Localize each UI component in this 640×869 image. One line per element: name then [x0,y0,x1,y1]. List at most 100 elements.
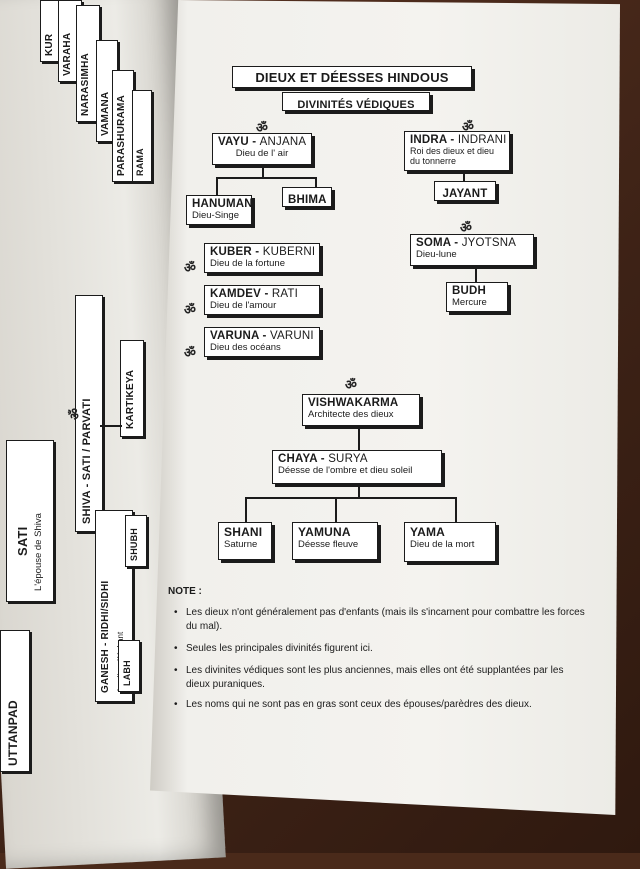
om-symbol-icon: ॐ [462,119,474,134]
yama-desc: Dieu de la mort [410,539,475,550]
connector-line [216,177,218,195]
bhima-name: BHIMA [288,194,327,206]
varuna-consort: VARUNI [269,330,314,342]
connector-line [358,486,360,498]
soma-box: SOMA - JYOTSNA Dieu-lune [410,234,534,266]
soma-consort: JYOTSNA [461,237,517,249]
hanuman-box: HANUMAN Dieu-Singe [186,195,253,225]
connector-line [216,177,316,179]
connector-line [100,425,122,427]
avatar-box-rama: RAMA [132,90,152,182]
vayu-desc: Dieu de l' air [235,148,289,159]
avatar-label: RAMA [135,148,145,176]
avatar-label: VAMANA [100,91,111,136]
varuna-desc: Dieu des océans [210,342,281,353]
budh-desc: Mercure [452,297,487,308]
vishwakarma-desc: Architecte des dieux [308,409,394,420]
connector-line [358,428,360,450]
chaya-name: CHAYA [278,453,318,465]
sati-desc: L'épouse de Shiva [33,513,44,591]
vayu-box: VAYU - ANJANA Dieu de l' air [212,133,312,165]
yamuna-box: YAMUNA Déesse fleuve [292,522,378,560]
shubh-box: SHUBH [125,515,147,567]
kuber-consort: KUBERNI [262,246,316,258]
kamdev-consort: RATI [271,288,299,300]
shubh-label: SHUBH [129,527,139,561]
bhima-box: BHIMA [282,187,332,207]
uttanpad-box: UTTANPAD [0,630,30,772]
om-symbol-icon: ॐ [66,408,82,420]
kamdev-box: KAMDEV - RATI Dieu de l'amour [204,285,320,315]
om-symbol-icon: ॐ [184,260,196,275]
hanuman-name: HANUMAN [192,198,253,210]
om-symbol-icon: ॐ [460,220,472,235]
indra-desc: Roi des dieux et dieu du tonnerre [410,146,495,166]
note-item: Les dieux n'ont généralement pas d'enfan… [174,606,586,634]
shani-box: SHANI Saturne [218,522,272,560]
chaya-consort: SURYA [328,453,368,465]
om-symbol-icon: ॐ [256,120,268,135]
note-title: NOTE : [168,586,202,597]
om-symbol-icon: ॐ [184,302,196,317]
avatar-label: PARASHURAMA [116,95,127,176]
indra-name: INDRA [410,134,447,146]
kuber-box: KUBER - KUBERNI Dieu de la fortune [204,243,320,273]
note-item: Les divinites védiques sont les plus anc… [174,664,586,692]
om-symbol-icon: ॐ [184,345,196,360]
chaya-box: CHAYA - SURYA Déesse de l'ombre et dieu … [272,450,442,484]
note-item: Seules les principales divinités figuren… [174,642,586,656]
connector-line [463,173,465,182]
connector-line [245,497,455,499]
shani-desc: Saturne [224,539,258,550]
budh-box: BUDH Mercure [446,282,508,312]
yamuna-desc: Déesse fleuve [298,539,359,550]
indra-box: INDRA - INDRANI Roi des dieux et dieu du… [404,131,510,171]
kuber-desc: Dieu de la fortune [210,258,285,269]
yama-name: YAMA [410,525,446,539]
ganesh-label: GANESH - RIDHI/SIDHI [100,580,111,693]
kartikeya-label: KARTIKEYA [125,369,136,429]
shiva-box: SHIVA - SATI / PARVATI [75,295,103,532]
avatar-label: VARAHA [62,32,73,76]
jayant-box: JAYANT [434,181,496,201]
section-title: DIVINITÉS VÉDIQUES [297,99,415,111]
connector-line [455,497,457,522]
connector-line [262,167,264,178]
vishwakarma-name: VISHWAKARMA [308,397,399,409]
varuna-box: VARUNA - VARUNI Dieu des océans [204,327,320,357]
om-symbol-icon: ॐ [345,377,357,392]
note-item: Les noms qui ne sont pas en gras sont ce… [174,698,586,712]
avatar-label: NARASIMHA [80,53,91,116]
hanuman-desc: Dieu-Singe [192,210,239,221]
indra-consort: INDRANI [457,134,507,146]
diagram-title-box: DIEUX ET DÉESSES HINDOUS [232,66,472,88]
vayu-name: VAYU [218,136,249,148]
connector-line [245,497,247,522]
vishwakarma-box: VISHWAKARMA Architecte des dieux [302,394,420,426]
chaya-desc: Déesse de l'ombre et dieu soleil [278,465,413,476]
sati-label: SATI [15,526,30,556]
kamdev-desc: Dieu de l'amour [210,300,277,311]
varuna-name: VARUNA [210,330,260,342]
vayu-consort: ANJANA [259,136,307,148]
connector-line [335,497,337,522]
soma-desc: Dieu-lune [416,249,457,260]
yama-box: YAMA Dieu de la mort [404,522,496,562]
section-title-box: DIVINITÉS VÉDIQUES [282,92,430,111]
kamdev-name: KAMDEV [210,288,262,300]
diagram-title: DIEUX ET DÉESSES HINDOUS [255,70,449,85]
labh-label: LABH [122,660,132,686]
soma-name: SOMA [416,237,451,249]
avatar-box-parashurama: PARASHURAMA [112,70,134,182]
jayant-name: JAYANT [442,188,488,200]
labh-box: LABH [118,640,140,692]
connector-line [475,268,477,282]
connector-line [315,177,317,187]
avatar-label: KUR [44,33,55,56]
kartikeya-box: KARTIKEYA [120,340,144,437]
kuber-name: KUBER [210,246,252,258]
shani-name: SHANI [224,525,263,539]
budh-name: BUDH [452,285,487,297]
yamuna-name: YAMUNA [298,525,351,539]
uttanpad-label: UTTANPAD [6,700,20,766]
